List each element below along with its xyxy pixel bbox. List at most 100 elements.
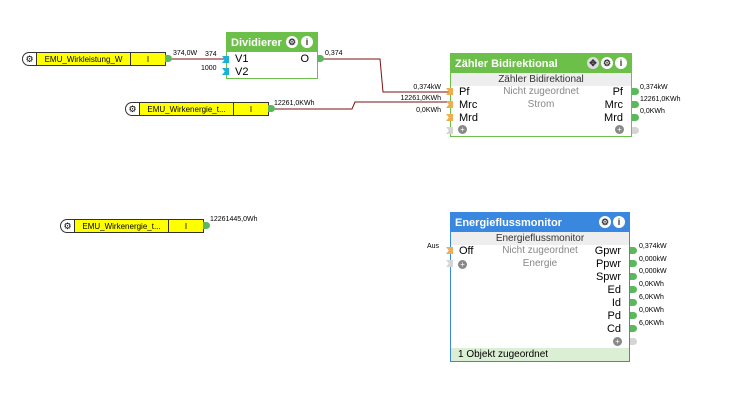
output-value: 0,374kW — [639, 243, 667, 250]
output-value: 6,0KWh — [639, 294, 664, 301]
add-input-icon[interactable]: + — [458, 260, 467, 269]
output-value: 0,0KWh — [639, 281, 664, 288]
output-label: Spwr — [595, 271, 621, 283]
input-value: 0,0KWh — [416, 107, 441, 114]
input-value: 0,374kW — [413, 84, 441, 91]
output-label: Pf — [612, 86, 623, 98]
output-port[interactable] — [632, 88, 639, 95]
input-node-wirkleistung[interactable]: ⚙ EMU_Wirkleistung_W I — [22, 52, 166, 66]
output-value: 12261,0KWh — [274, 100, 315, 107]
output-value: 0,374 — [325, 50, 343, 57]
gear-icon[interactable]: ⚙ — [599, 216, 611, 228]
block-title: Zähler Bidirektional — [455, 57, 558, 70]
input-port[interactable] — [446, 247, 453, 254]
input-value: 1000 — [201, 65, 217, 72]
output-port[interactable] — [630, 273, 637, 280]
input-port[interactable] — [222, 56, 229, 63]
output-port[interactable] — [630, 286, 637, 293]
input-name: EMU_Wirkleistung_W — [36, 53, 130, 65]
input-port[interactable] — [446, 127, 453, 134]
input-value: I — [130, 53, 165, 65]
output-port[interactable] — [165, 55, 172, 62]
gear-icon[interactable]: ⚙ — [601, 57, 613, 69]
divider-block[interactable]: Dividierer ⚙ i V1 V2 O — [226, 32, 318, 79]
output-label: Ed — [607, 284, 621, 296]
input-port[interactable] — [446, 101, 453, 108]
input-value: I — [168, 220, 203, 232]
output-label: Mrd — [604, 112, 623, 124]
block-header[interactable]: Dividierer ⚙ i — [227, 33, 317, 52]
block-title: Energieflussmonitor — [455, 216, 562, 229]
output-port[interactable] — [630, 338, 637, 345]
output-label: Id — [611, 297, 621, 309]
output-label: Ppwr — [595, 258, 621, 270]
block-header[interactable]: Energieflussmonitor ⚙ i — [451, 213, 629, 232]
output-value: 0,374kW — [640, 84, 668, 91]
input-port[interactable] — [222, 68, 229, 75]
output-label: O — [300, 53, 309, 65]
output-port[interactable] — [632, 114, 639, 121]
gear-icon[interactable]: ⚙ — [128, 103, 137, 114]
category-text: Energie — [522, 258, 558, 269]
move-icon[interactable]: ✥ — [587, 57, 599, 69]
output-port[interactable] — [630, 247, 637, 254]
output-label: Mrc — [604, 99, 623, 111]
zaehler-block[interactable]: Zähler Bidirektional ✥ ⚙ i Zähler Bidire… — [450, 53, 632, 137]
output-value: 12261445,0Wh — [210, 216, 258, 223]
input-value: 12261,0KWh — [400, 95, 441, 102]
gear-icon[interactable]: ⚙ — [25, 53, 34, 64]
output-label: Gpwr — [594, 245, 621, 257]
block-header[interactable]: Zähler Bidirektional ✥ ⚙ i — [451, 54, 631, 73]
output-label: Pd — [607, 310, 621, 322]
input-name: EMU_Wirkenergie_t... — [139, 103, 233, 115]
output-port[interactable] — [630, 312, 637, 319]
info-icon[interactable]: i — [301, 36, 313, 48]
output-value: 0,000kW — [639, 268, 667, 275]
wire-wirkenergie-zaehler — [272, 101, 450, 110]
status-text: Nicht zugeordnet — [502, 245, 578, 256]
info-icon[interactable]: i — [613, 216, 625, 228]
input-value: Aus — [427, 243, 440, 250]
input-node-wirkenergie-2[interactable]: ⚙ EMU_Wirkenergie_t... I — [60, 219, 204, 233]
input-label: Off — [459, 245, 474, 257]
output-port[interactable] — [630, 260, 637, 267]
input-port[interactable] — [446, 88, 453, 95]
input-label: Pf — [459, 86, 470, 98]
gear-icon[interactable]: ⚙ — [286, 36, 298, 48]
input-value: I — [233, 103, 268, 115]
output-port[interactable] — [630, 299, 637, 306]
gear-icon[interactable]: ⚙ — [63, 220, 72, 231]
output-port[interactable] — [317, 55, 324, 62]
input-label: Mrd — [459, 112, 478, 124]
output-value: 0,000kW — [639, 256, 667, 263]
input-name: EMU_Wirkenergie_t... — [74, 220, 168, 232]
input-label: V2 — [235, 66, 249, 78]
output-port[interactable] — [632, 127, 639, 134]
energieflussmonitor-block[interactable]: Energieflussmonitor ⚙ i Energieflussmoni… — [450, 212, 630, 362]
input-label: V1 — [235, 53, 249, 65]
add-input-icon[interactable]: + — [458, 125, 467, 134]
input-port[interactable] — [446, 114, 453, 121]
block-title: Dividierer — [231, 36, 282, 49]
category-text: Strom — [527, 99, 555, 110]
output-label: Cd — [606, 323, 621, 335]
add-output-icon[interactable]: + — [613, 337, 622, 346]
input-node-wirkenergie-1[interactable]: ⚙ EMU_Wirkenergie_t... I — [125, 102, 269, 116]
output-port[interactable] — [203, 222, 210, 229]
block-subtitle: Zähler Bidirektional — [451, 73, 631, 86]
output-value: 12261,0KWh — [640, 96, 681, 103]
output-value: 6,0KWh — [639, 320, 664, 327]
output-port[interactable] — [632, 101, 639, 108]
output-port[interactable] — [268, 105, 275, 112]
status-text: Nicht zugeordnet — [503, 86, 579, 97]
output-value: 0,0KWh — [639, 307, 664, 314]
add-output-icon[interactable]: + — [615, 125, 624, 134]
output-value: 0,0KWh — [640, 108, 665, 115]
block-subtitle: Energieflussmonitor — [451, 232, 629, 245]
info-icon[interactable]: i — [615, 57, 627, 69]
output-value: 374,0W — [173, 50, 198, 57]
output-port[interactable] — [630, 325, 637, 332]
input-port[interactable] — [446, 260, 453, 267]
input-label: Mrc — [459, 99, 478, 111]
